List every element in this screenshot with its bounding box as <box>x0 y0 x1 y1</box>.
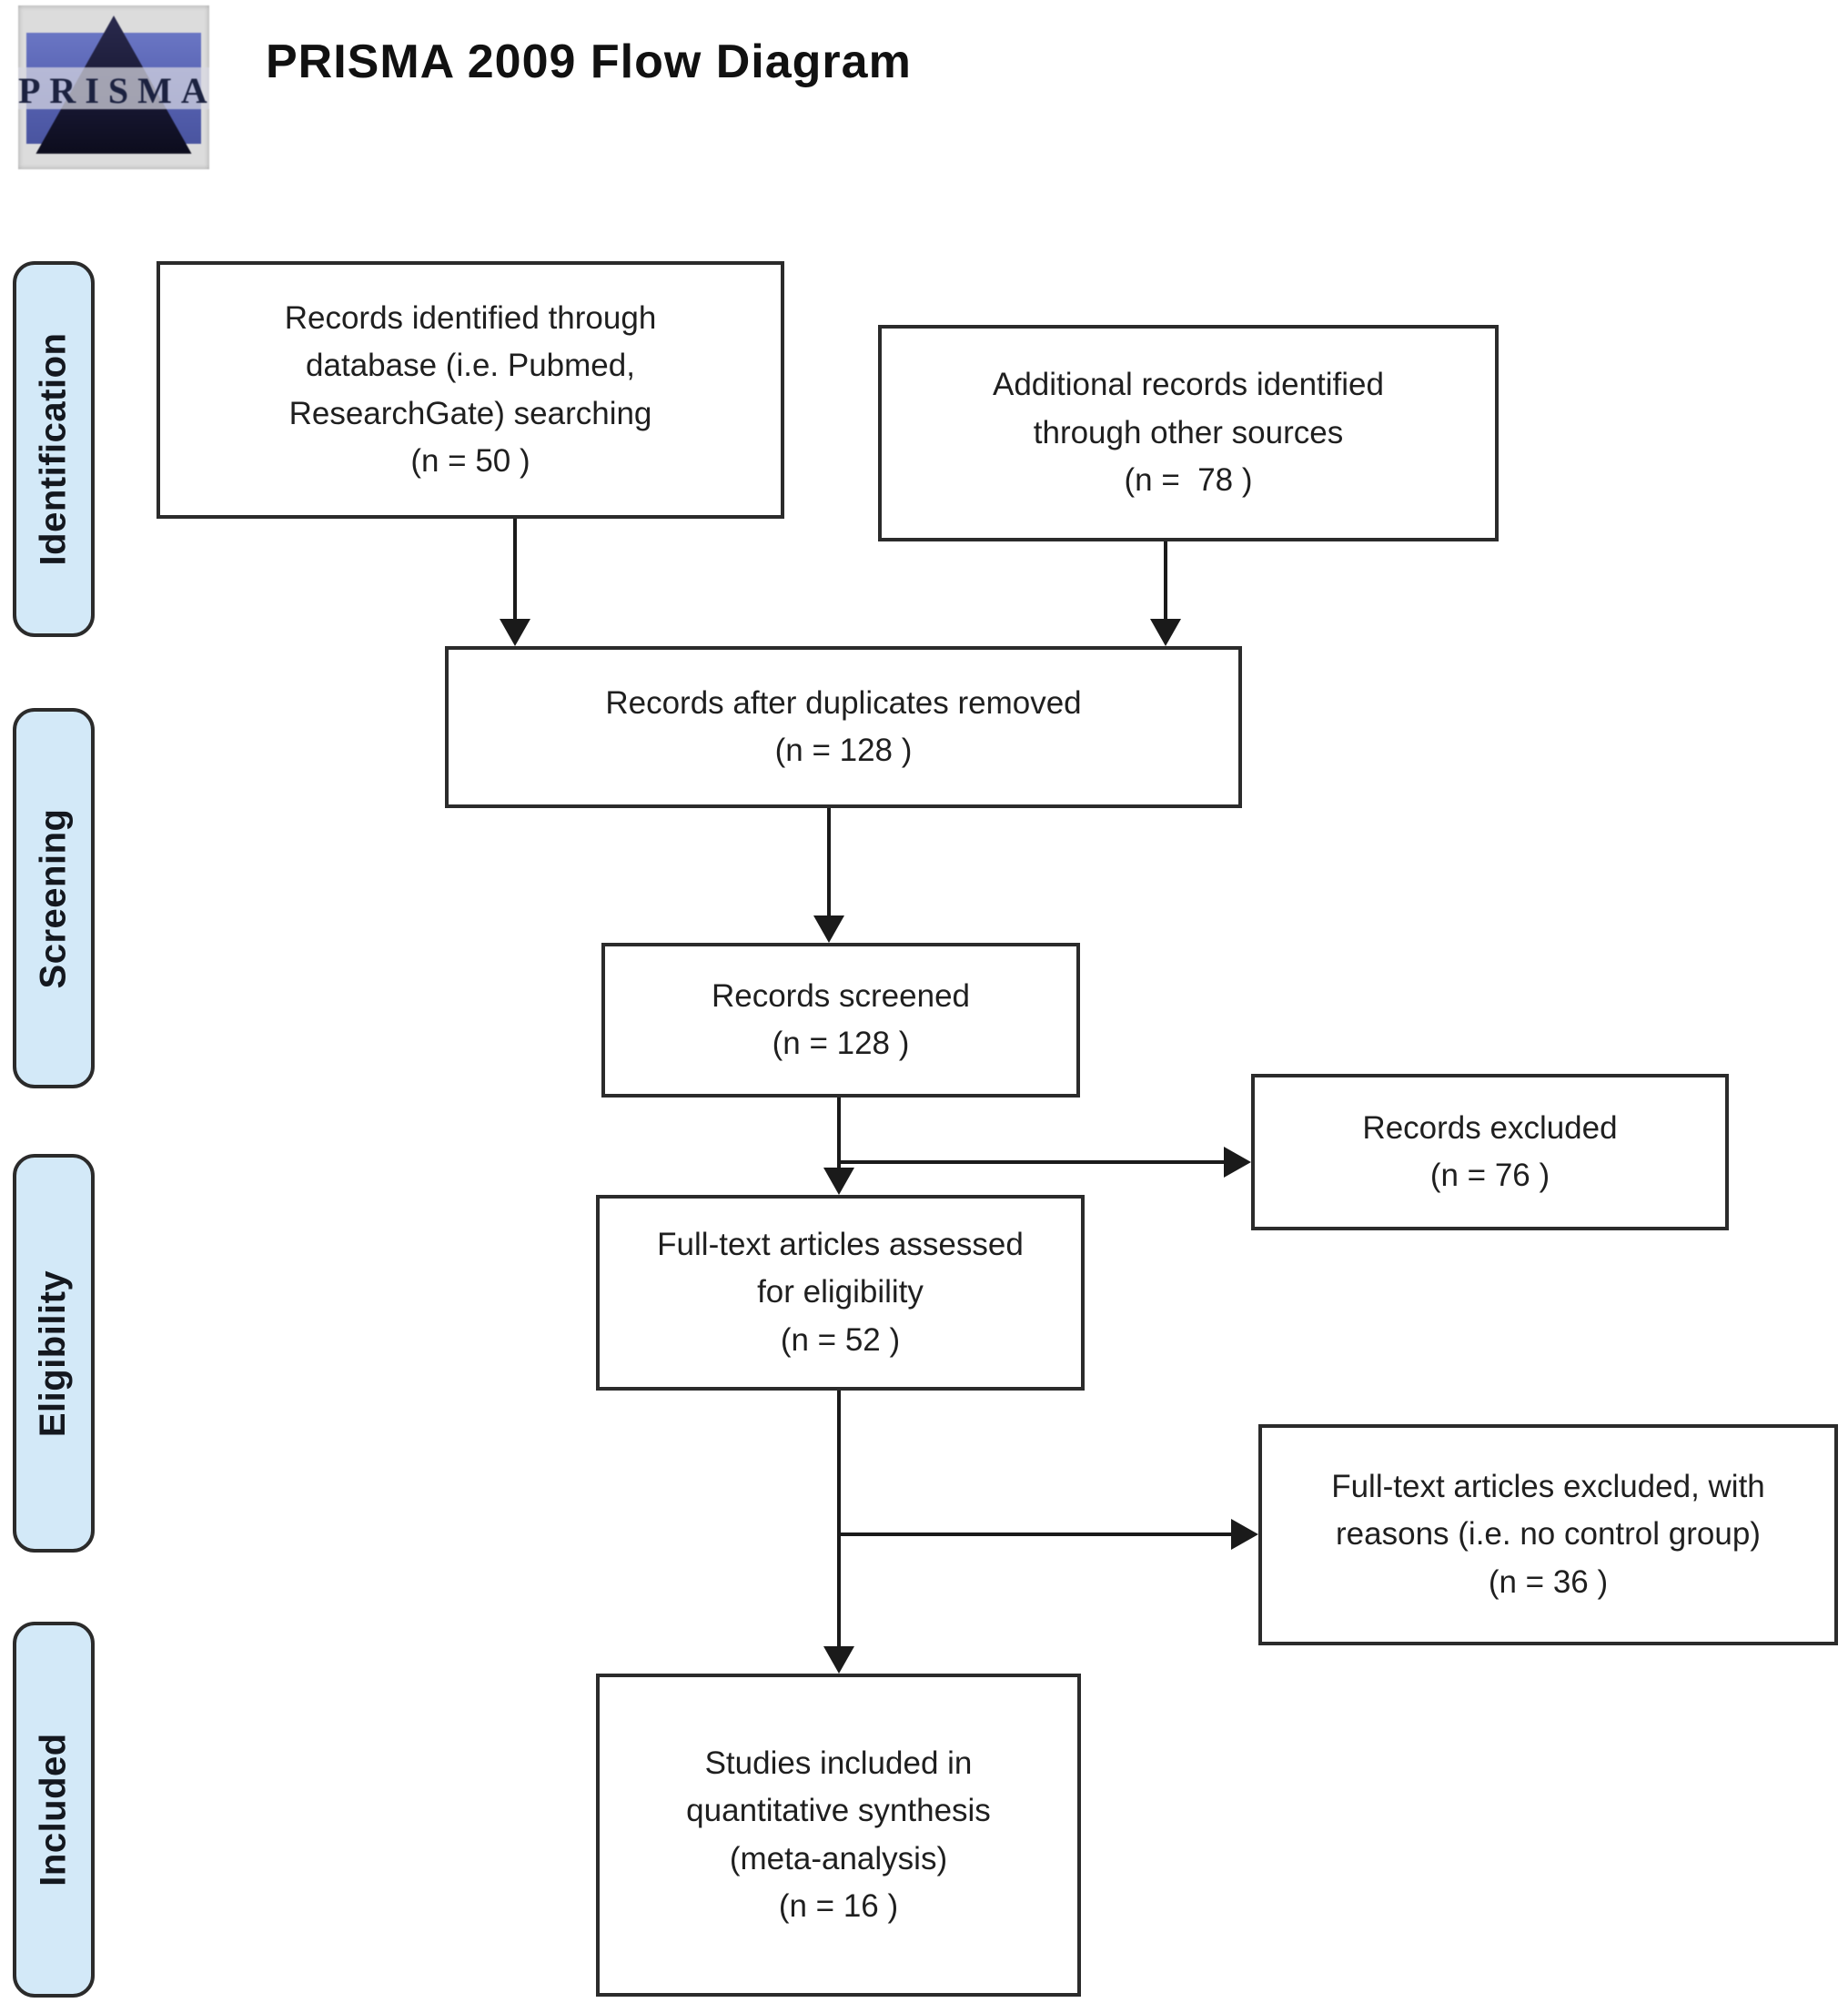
flow-box-records-excluded: Records excluded (n = 76 ) <box>1251 1074 1729 1230</box>
arrowhead-down-icon <box>500 619 530 646</box>
stage-label-screening: Screening <box>33 808 74 988</box>
stage-label-eligibility: Eligibility <box>33 1270 74 1437</box>
flow-box-fulltext-assessed: Full-text articles assessed for eligibil… <box>596 1195 1085 1391</box>
arrow-fulltext-to-included <box>837 1391 841 1648</box>
prisma-logo-text: PRISMA <box>18 70 217 111</box>
page-title: PRISMA 2009 Flow Diagram <box>266 35 912 88</box>
flow-box-records-identified: Records identified through database (i.e… <box>157 261 784 519</box>
stage-band-identification: Identification <box>13 261 95 637</box>
arrow-screened-to-excluded <box>837 1160 1226 1164</box>
stage-band-screening: Screening <box>13 708 95 1088</box>
flow-box-records-screened: Records screened (n = 128 ) <box>601 943 1080 1098</box>
arrowhead-down-icon <box>813 915 844 943</box>
flow-box-studies-included: Studies included in quantitative synthes… <box>596 1674 1081 1997</box>
arrowhead-right-icon <box>1231 1519 1258 1550</box>
arrowhead-down-icon <box>823 1168 854 1195</box>
stage-band-eligibility: Eligibility <box>13 1154 95 1553</box>
arrow-fulltext-to-fulltext-excluded <box>837 1533 1233 1536</box>
flow-box-fulltext-excluded: Full-text articles excluded, with reason… <box>1258 1424 1838 1645</box>
arrow-screened-to-fulltext <box>837 1098 841 1169</box>
arrow-duplicates-to-screened <box>827 808 831 917</box>
flow-box-duplicates-removed: Records after duplicates removed (n = 12… <box>445 646 1242 808</box>
arrow-identified-to-duplicates <box>513 519 517 621</box>
arrow-additional-to-duplicates <box>1164 541 1167 621</box>
arrowhead-down-icon <box>823 1646 854 1674</box>
arrowhead-down-icon <box>1150 619 1181 646</box>
arrowhead-right-icon <box>1224 1147 1251 1178</box>
prisma-logo-band <box>18 67 209 109</box>
stage-band-included: Included <box>13 1622 95 1998</box>
stage-label-identification: Identification <box>33 332 74 566</box>
stage-label-included: Included <box>33 1733 74 1887</box>
prisma-logo: PRISMA <box>18 5 209 169</box>
flow-box-additional-records: Additional records identified through ot… <box>878 325 1499 541</box>
